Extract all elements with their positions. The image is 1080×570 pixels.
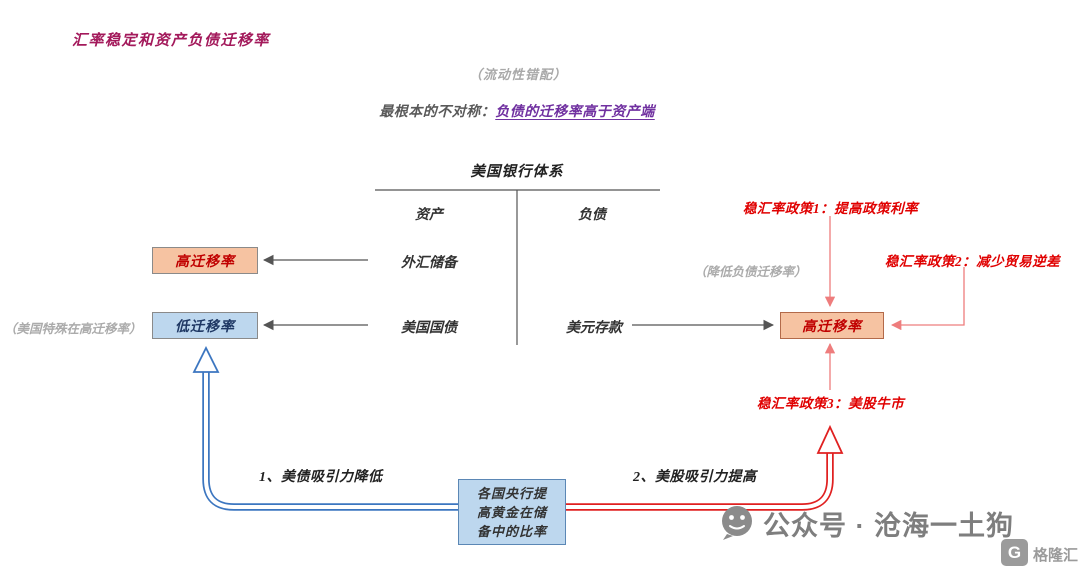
gelonghui-logo-icon: G: [1001, 539, 1028, 566]
policy-1-label: 稳汇率政策1：提高政策利率: [742, 201, 919, 216]
page-title: 汇率稳定和资产负债迁移率: [72, 33, 271, 49]
gelonghui-logo-text: 格隆汇: [1033, 547, 1079, 564]
liabilities-header: 负债: [578, 208, 606, 223]
liability-item-usd-deposits: 美元存款: [566, 321, 622, 336]
arrow-label-2: 2、美股吸引力提高: [633, 470, 757, 485]
policy-2-label: 稳汇率政策2：减少贸易逆差: [884, 254, 1061, 269]
wechat-watermark-text: 公众号 · 沧海一土狗: [763, 511, 1014, 541]
asset-item-fx-reserves: 外汇储备: [401, 256, 457, 271]
asymmetry-lead: 最根本的不对称：: [379, 105, 496, 120]
wechat-icon: [722, 506, 752, 540]
asset-item-us-treasuries: 美国国债: [401, 321, 457, 336]
reduce-liability-note: （降低负债迁移率）: [694, 265, 807, 279]
asymmetry-statement: 最根本的不对称：负债的迁移率高于资产端: [297, 101, 737, 121]
low-migration-box: 低迁移率: [152, 312, 258, 339]
gold-reserve-box-text: 各国央行提高黄金在储备中的比率: [476, 485, 547, 539]
high-migration-box-right: 高迁移率: [780, 312, 884, 339]
arrow-label-1: 1、美债吸引力降低: [259, 470, 383, 485]
t-account-title: 美国银行体系: [470, 164, 564, 180]
asymmetry-emphasis: 负债的迁移率高于资产端: [495, 105, 655, 120]
liquidity-mismatch-note: （流动性错配）: [468, 67, 567, 82]
us-special-note: （美国特殊在高迁移率）: [4, 322, 142, 336]
policy-3-label: 稳汇率政策3：美股牛市: [756, 396, 905, 411]
gelonghui-logo-letter: G: [1007, 542, 1022, 562]
assets-header: 资产: [415, 208, 443, 223]
gold-reserve-box: 各国央行提高黄金在储备中的比率: [458, 479, 566, 545]
high-migration-box-left: 高迁移率: [152, 247, 258, 274]
policy2-connector: [890, 267, 965, 331]
